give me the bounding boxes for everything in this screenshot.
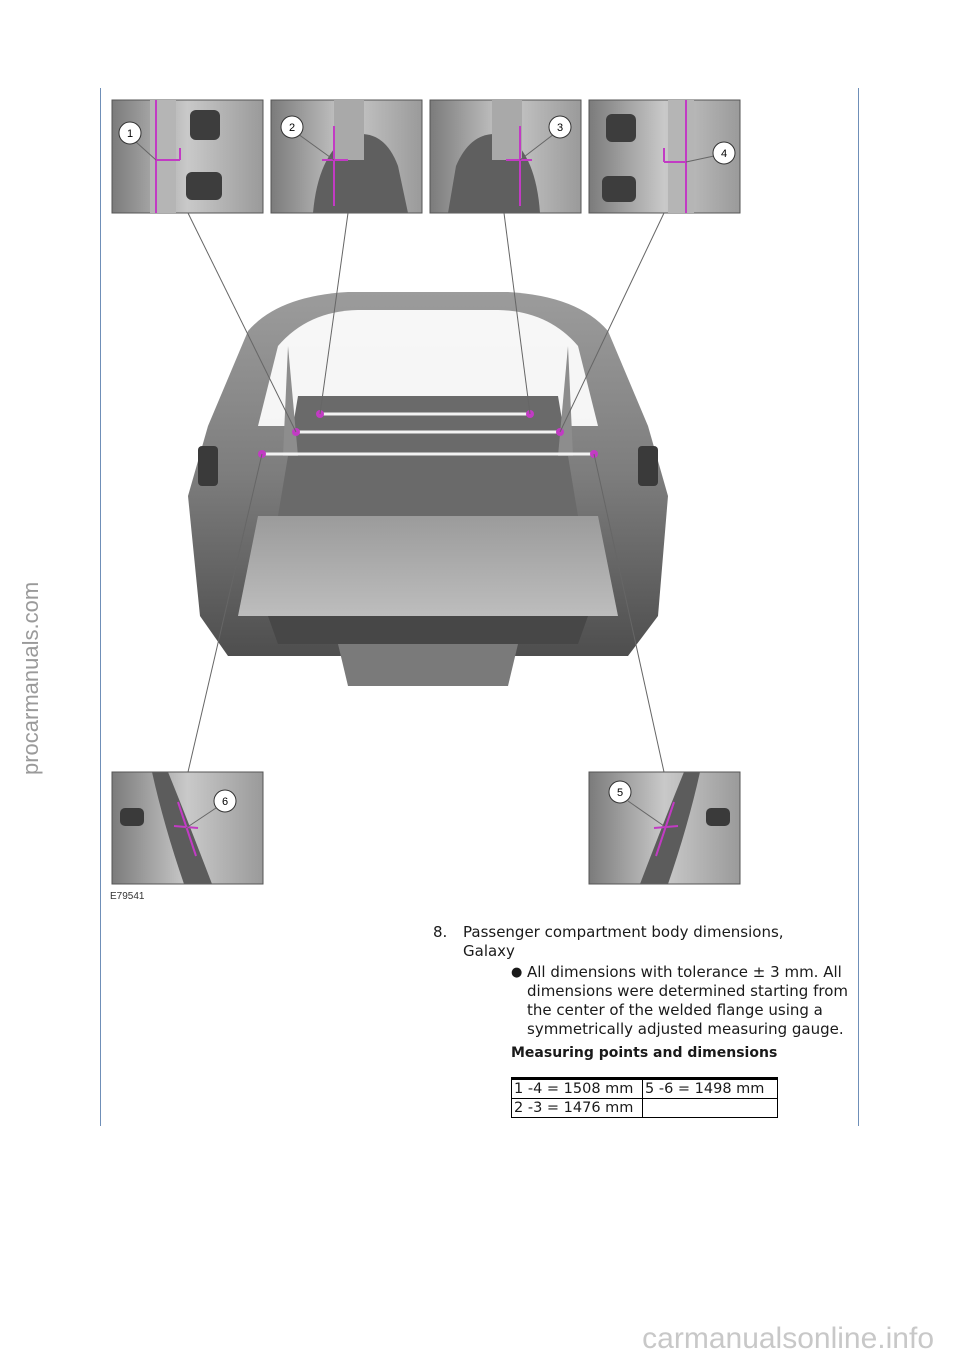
detail-panel-3: 3	[429, 99, 582, 214]
table-cell: 1 -4 = 1508 mm	[511, 1077, 643, 1099]
callout-6-label: 6	[222, 796, 228, 808]
callout-1-label: 1	[127, 128, 133, 140]
callout-2-label: 2	[289, 122, 295, 134]
figure-code: E79541	[110, 891, 145, 902]
body-dimensions-illustration: 1 2 3 4	[111, 99, 741, 885]
right-frame-line	[858, 88, 859, 1126]
detail-panel-5: 5	[588, 771, 741, 885]
step-title: Passenger compartment body dimensions, G…	[463, 923, 784, 960]
vehicle-body-shell	[188, 292, 668, 686]
callout-5-label: 5	[617, 787, 623, 799]
tolerance-note-text: All dimensions with tolerance ± 3 mm. Al…	[527, 963, 848, 1038]
table-row: 1 -4 = 1508 mm 5 -6 = 1498 mm	[511, 1077, 778, 1099]
side-watermark: procarmanuals.com	[18, 581, 43, 775]
detail-panel-6: 6	[111, 771, 264, 885]
detail-panel-1: 1	[111, 99, 264, 214]
table-cell	[642, 1098, 778, 1118]
callout-4-label: 4	[721, 148, 727, 160]
bottom-watermark: carmanualsonline.info	[642, 1322, 934, 1355]
table-cell: 5 -6 = 1498 mm	[642, 1077, 778, 1099]
detail-panel-4: 4	[588, 99, 741, 214]
bullet-icon: ●	[511, 965, 523, 980]
dimensions-table: 1 -4 = 1508 mm 5 -6 = 1498 mm 2 -3 = 147…	[511, 1077, 778, 1118]
leader-lines	[187, 212, 665, 773]
table-row: 2 -3 = 1476 mm	[511, 1098, 778, 1118]
step-number: 8.	[433, 923, 448, 941]
callout-3-label: 3	[557, 122, 563, 134]
left-frame-line	[100, 88, 101, 1126]
measuring-points-heading: Measuring points and dimensions	[511, 1045, 778, 1061]
detail-panel-2: 2	[270, 99, 423, 214]
table-cell: 2 -3 = 1476 mm	[511, 1098, 643, 1118]
